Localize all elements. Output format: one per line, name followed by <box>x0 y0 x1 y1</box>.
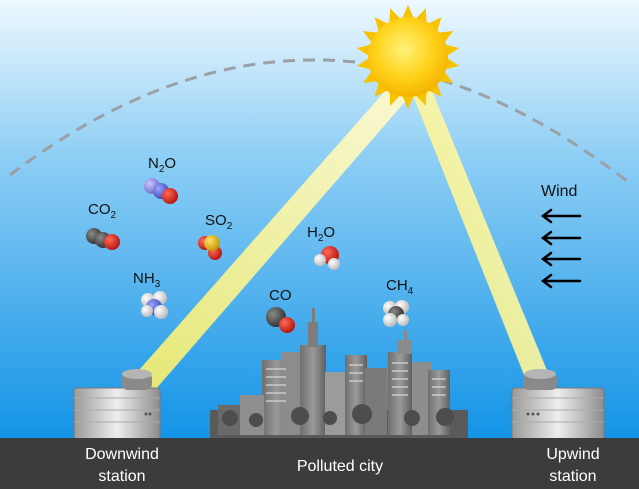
wind-label: Wind <box>541 183 577 200</box>
nh3-label: NH3 <box>133 270 161 290</box>
co2-label: CO2 <box>88 201 117 221</box>
spectrometer-station-icon-upwind <box>511 369 605 441</box>
h2o-molecule-icon <box>314 246 340 270</box>
sunlight-beam-downwind <box>132 90 410 390</box>
h2o-label: H2O <box>307 224 335 244</box>
upwind-station-label-line2: station <box>549 468 596 485</box>
co-label: CO <box>269 287 292 304</box>
so2-label: SO2 <box>205 212 233 232</box>
ch4-molecule-icon <box>383 300 409 327</box>
co-molecule-icon <box>266 307 295 333</box>
city-skyline-icon <box>210 308 468 440</box>
so2-molecule-icon <box>198 235 222 260</box>
ground-strip <box>0 438 639 489</box>
co2-molecule-icon <box>86 228 120 250</box>
ch4-label: CH4 <box>386 277 414 297</box>
city-label: Polluted city <box>297 458 383 475</box>
nh3-molecule-icon <box>141 291 168 319</box>
downwind-station-label-line2: station <box>98 468 145 485</box>
sun-path-arc <box>9 58 633 187</box>
sunlight-beam-upwind <box>410 86 553 385</box>
n2o-label: N2O <box>148 155 176 175</box>
downwind-station-label-line1: Downwind <box>85 446 159 463</box>
wind-arrow-icon <box>540 208 582 289</box>
sun-icon <box>356 5 460 109</box>
upwind-station-label-line1: Upwind <box>546 446 599 463</box>
n2o-molecule-icon <box>144 178 178 204</box>
